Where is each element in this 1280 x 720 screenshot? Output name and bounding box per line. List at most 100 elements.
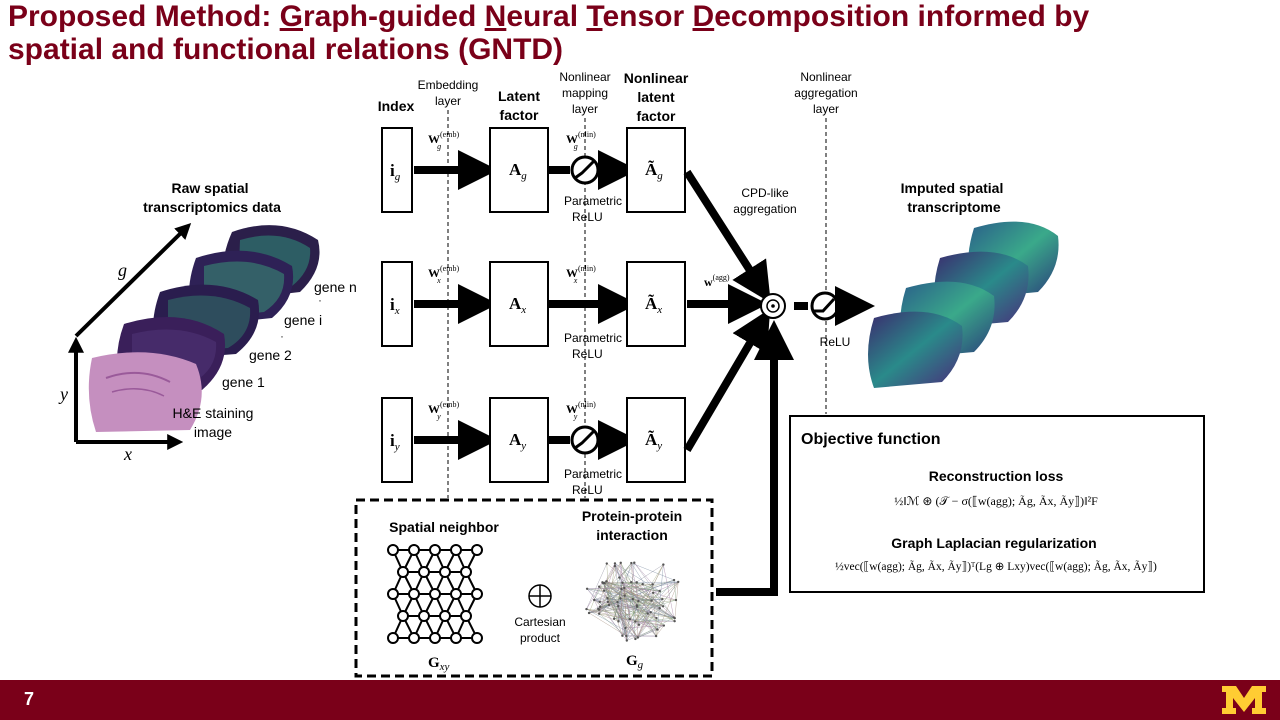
agg-header-3: layer [813,102,839,116]
prelu-x-label-2: ReLU [572,347,603,361]
nl-latent-y-label: Ãy [645,430,662,452]
index-y-box [381,397,413,483]
ppi-label-2: interaction [596,527,668,543]
lattice-node [471,544,483,556]
prelu-g-label-2: ReLU [572,210,603,224]
gntd-diagram: Raw spatial transcriptomics data g [58,70,1205,678]
lattice-node [429,632,441,644]
cpd-label-1: CPD-like [741,186,789,200]
cartesian-product-icon [528,584,552,608]
index-g-box [381,127,413,213]
lattice-node [429,588,441,600]
gene-2-label: gene 2 [249,347,292,363]
prelu-g-label-1: Parametric [564,194,622,208]
gg-label: Gg [626,653,644,671]
objective-box [789,415,1205,593]
prelu-x-label-1: Parametric [564,331,622,345]
imputed-heading-2: transcriptome [907,199,1001,215]
index-y-label: iy [390,431,400,453]
lattice-node [387,588,399,600]
spatial-neighbor-graph [387,544,483,644]
w-agg-label: w(agg) [704,273,730,289]
row-x: ix W(emb)x Ax W(nlin)x Parametric ReLU Ã… [381,261,686,361]
latent-x-label: Ax [509,294,526,316]
svg-text:·: · [280,329,284,343]
footer-bar [0,680,1280,720]
nl-latent-header-2: latent [637,89,675,105]
lattice-node [460,566,472,578]
gene-n-label: gene n [314,279,357,295]
axis-y-label: y [58,384,68,404]
cpd-label-2: aggregation [733,202,796,216]
axis-g-label: g [118,260,127,280]
slide-title: Proposed Method: Graph-guided Neural Ten… [8,0,1090,66]
lattice-node [408,588,420,600]
latent-y-label: Ay [509,430,526,452]
latent-g-box [489,127,549,213]
lattice-node [460,610,472,622]
prelu-y-label-2: ReLU [572,483,603,497]
nl-latent-x-label: Ãx [645,294,662,316]
lattice-node [418,566,430,578]
agg-arrow-g [683,169,771,303]
gxy-label: Gxy [428,655,450,673]
lattice-node [429,544,441,556]
raw-data-panel: Raw spatial transcriptomics data g [58,180,357,464]
cartesian-label-2: product [520,631,561,645]
lattice-node [387,632,399,644]
relu-icon [810,291,840,321]
graph-panel: Spatial neighbor Protein-protein interac… [354,498,714,678]
lattice-node [450,632,462,644]
row-y: iy W(emb)y Ay W(nlin)y Parametric ReLU Ã… [381,397,686,497]
index-header: Index [378,98,415,114]
graph-laplacian-label: Graph Laplacian regularization [891,535,1096,551]
cartesian-label-1: Cartesian [514,615,565,629]
row-g: ig W(emb)g Ag W(nlin)g Parametric ReLU Ã… [381,127,686,224]
w-emb-g: W(emb)g [428,130,459,151]
lattice-node [471,588,483,600]
mapping-header-2: mapping [562,86,608,100]
svg-text:·: · [318,293,322,307]
agg-header-1: Nonlinear [800,70,851,84]
latent-header-1: Latent [498,88,540,104]
nl-latent-header-1: Nonlinear [624,70,689,86]
agg-header-2: aggregation [794,86,857,100]
lattice-node [439,610,451,622]
lattice-node [450,588,462,600]
mapping-header-1: Nonlinear [559,70,610,84]
objective-panel: Objective function Reconstruction loss ½… [789,415,1205,593]
lattice-node [408,544,420,556]
w-nlin-x: W(nlin)x [566,264,596,285]
he-label-2: image [194,424,232,440]
nl-latent-g-box [626,127,686,213]
ppi-network [585,561,680,642]
objective-heading: Objective function [801,431,941,448]
w-nlin-y: W(nlin)y [566,400,596,421]
gene-i-label: gene i [284,312,322,328]
he-label-1: H&E staining [173,405,254,421]
graph-laplacian-formula: ½vec(⟦w(agg); Ãg, Ãx, Ãy⟧)ᵀ(Lg ⊕ Lxy)vec… [835,559,1157,573]
w-nlin-g: W(nlin)g [566,130,596,151]
nl-latent-header-3: factor [637,108,676,124]
lattice-node [397,566,409,578]
he-staining-image [88,352,202,432]
w-emb-y: W(emb)y [428,400,459,421]
imputed-heading-1: Imputed spatial [901,180,1004,196]
column-headers: Embedding layer Index Latent factor Nonl… [378,70,858,124]
latent-header-2: factor [500,107,539,123]
g-axis-arrow [74,222,192,338]
relu-label: ReLU [820,335,851,349]
nl-latent-y-box [626,397,686,483]
graph-feed-arrow [716,320,794,596]
mapping-header-3: layer [572,102,598,116]
lattice-node [408,632,420,644]
lattice-node [439,566,451,578]
embedding-header-2: layer [435,94,461,108]
gene-1-label: gene 1 [222,374,265,390]
index-x-box [381,261,413,347]
prelu-y-label-1: Parametric [564,467,622,481]
agg-arrow-y [683,308,771,453]
university-logo-icon [1222,686,1266,714]
lattice-node [387,544,399,556]
reconstruction-loss-formula: ½‖ℳ ⊛ (𝒯 − σ(⟦w(agg); Ãg, Ãx, Ãy⟧)‖²F [894,494,1098,508]
